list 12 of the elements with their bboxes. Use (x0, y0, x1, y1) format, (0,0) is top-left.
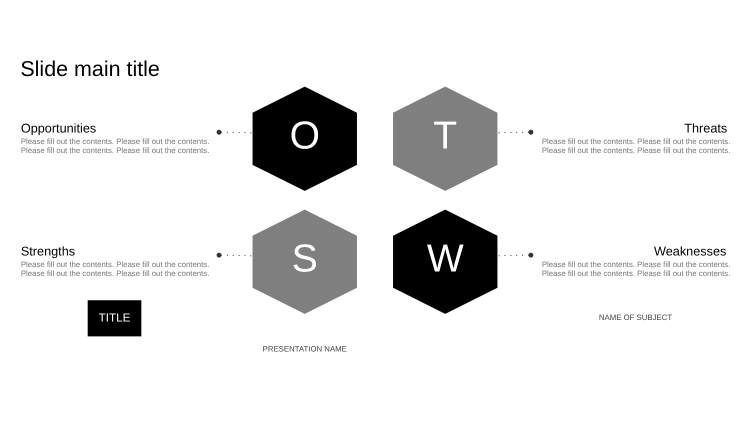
connector (498, 252, 534, 258)
node-text: Opportunities Please fill out the contents. Please fill out the contents. Please fill out the contents. Please fill out the contents. (20, 121, 210, 155)
connector (216, 252, 252, 258)
node-text: Threats Please fill out the contents. Please fill out the contents. Please fill out the contents. Please fill out the contents. (542, 121, 730, 155)
node-text: Strengths Please fill out the contents. Please fill out the contents. Please fill out the contents. Please fill out the contents. (20, 244, 210, 278)
label: TITLE (98, 311, 130, 324)
node-text: Weaknesses Please fill out the contents. Please fill out the contents. Please fill out the contents. Please fill out the contents. (542, 244, 730, 278)
connector (498, 130, 534, 135)
diagram-title: Slide main title (20, 56, 160, 81)
label: NAME OF SUBJECT (598, 313, 672, 322)
connector (216, 130, 252, 135)
label: PRESENTATION NAME (262, 344, 347, 354)
